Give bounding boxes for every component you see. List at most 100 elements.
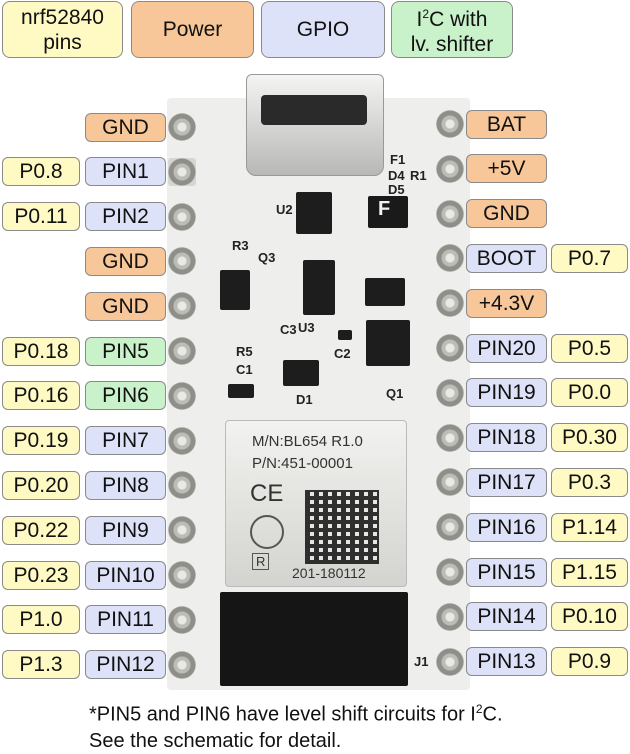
left-pin-pin11: PIN11 <box>85 605 166 634</box>
legend-i2c-line2: lv. shifter <box>410 33 494 56</box>
left-pin-pin8: PIN8 <box>85 471 166 500</box>
right-pin-pin15: PIN15 <box>466 558 547 587</box>
pin-hole-l-3 <box>168 247 196 275</box>
left-nrf-pin-5: P0.18 <box>2 337 80 366</box>
right-nrf-pin-6: P0.0 <box>551 378 628 407</box>
pin-hole-r-4 <box>436 289 464 317</box>
footnote: *PIN5 and PIN6 have level shift circuits… <box>89 696 503 754</box>
left-pin-pin5: PIN5 <box>85 337 166 366</box>
right-pin-pin17: PIN17 <box>466 468 547 497</box>
left-nrf-pin-11: P1.0 <box>2 605 80 634</box>
right-pin-pin14: PIN14 <box>466 602 547 631</box>
right-nrf-pin-5: P0.5 <box>551 334 628 363</box>
right-nrf-pin-11: P0.10 <box>551 602 628 631</box>
inductor <box>365 278 405 306</box>
transistor-q1 <box>366 320 410 366</box>
module-model-number: M/N:BL654 R1.0 <box>252 433 363 450</box>
transistor-q3 <box>220 270 250 310</box>
module-cert-number: 201-180112 <box>292 565 366 581</box>
left-nrf-pin-10: P0.23 <box>2 561 80 590</box>
silk-d4: D4 <box>388 168 405 183</box>
pin-hole-l-11 <box>168 606 196 634</box>
footnote-line1-sup: 2 <box>475 702 483 716</box>
left-pin-pin1: PIN1 <box>85 157 166 186</box>
right-pin--5v: +5V <box>466 154 547 183</box>
right-nrf-pin-9: P1.14 <box>551 513 628 542</box>
pin-hole-r-1 <box>436 155 464 183</box>
left-nrf-pin-9: P0.22 <box>2 516 80 545</box>
legend-i2c-post: C with <box>429 8 488 31</box>
legend-gpio-label: GPIO <box>296 18 350 41</box>
silk-c1: C1 <box>236 362 253 377</box>
right-pin-pin18: PIN18 <box>466 423 547 452</box>
module-ce-mark: CE <box>250 480 284 507</box>
left-pin-gnd: GND <box>85 292 166 321</box>
regulator-u2 <box>296 192 332 234</box>
legend-gpio: GPIO <box>261 1 385 58</box>
pin-hole-r-3 <box>436 244 464 272</box>
right-pin-pin13: PIN13 <box>466 647 547 676</box>
fuse-f <box>368 196 408 228</box>
pin-hole-l-1 <box>168 158 196 186</box>
right-pin-bat: BAT <box>466 110 547 139</box>
pin-hole-r-10 <box>436 558 464 586</box>
usb-connector <box>246 74 384 176</box>
diode-d1 <box>283 360 319 386</box>
silk-u3: U3 <box>298 320 315 335</box>
left-pin-gnd: GND <box>85 247 166 276</box>
left-pin-pin7: PIN7 <box>85 426 166 455</box>
right-pin--4-3v: +4.3V <box>466 289 547 318</box>
module-antenna-pcb <box>220 592 408 686</box>
legend-i2c-pre: I <box>416 8 423 31</box>
module-part-number: P/N:451-00001 <box>252 455 353 472</box>
left-nrf-pin-1: P0.8 <box>2 157 80 186</box>
right-nrf-pin-7: P0.30 <box>551 423 628 452</box>
pin-hole-l-4 <box>168 292 196 320</box>
silk-f1: F1 <box>390 152 406 167</box>
right-nrf-pin-3: P0.7 <box>551 244 628 273</box>
silk-c2: C2 <box>334 346 351 361</box>
silk-q3: Q3 <box>258 250 276 265</box>
pin-hole-r-2 <box>436 200 464 228</box>
silk-c3: C3 <box>280 322 297 337</box>
pin-hole-l-9 <box>168 516 196 544</box>
pin-hole-r-0 <box>436 110 464 138</box>
silk-r1: R1 <box>410 168 427 183</box>
legend-nrf-line1: nrf52840 <box>21 5 104 29</box>
legend-nrf-line2: pins <box>43 30 82 54</box>
silk-q1: Q1 <box>386 386 404 401</box>
module-cert-icon <box>250 515 284 549</box>
left-nrf-pin-12: P1.3 <box>2 650 80 679</box>
silk-d1: D1 <box>296 392 313 407</box>
module-r-mark: R <box>252 553 270 570</box>
pin-hole-l-6 <box>168 382 196 410</box>
usb-port-opening <box>261 95 367 125</box>
right-pin-gnd: GND <box>466 199 547 228</box>
left-nrf-pin-8: P0.20 <box>2 471 80 500</box>
footnote-line1-post: C. <box>482 703 503 726</box>
pin-hole-l-2 <box>168 203 196 231</box>
footnote-line1-pre: *PIN5 and PIN6 have level shift circuits… <box>89 703 476 726</box>
module-qr-code <box>305 490 379 564</box>
pin-hole-r-9 <box>436 513 464 541</box>
right-pin-pin20: PIN20 <box>466 334 547 363</box>
left-nrf-pin-7: P0.19 <box>2 426 80 455</box>
silk-j1: J1 <box>414 654 429 669</box>
silk-f: F <box>378 198 391 220</box>
pin-hole-r-7 <box>436 424 464 452</box>
pin-hole-r-8 <box>436 468 464 496</box>
silk-r5: R5 <box>236 344 253 359</box>
left-pin-pin10: PIN10 <box>85 561 166 590</box>
right-pin-pin19: PIN19 <box>466 378 547 407</box>
left-pin-pin2: PIN2 <box>85 202 166 231</box>
silk-r3: R3 <box>232 238 249 253</box>
left-pin-gnd: GND <box>85 113 166 142</box>
legend-power-label: Power <box>162 18 223 41</box>
pin-hole-r-11 <box>436 603 464 631</box>
left-nrf-pin-2: P0.11 <box>2 202 80 231</box>
legend-i2c-sup: 2 <box>422 7 430 21</box>
pin-hole-l-10 <box>168 561 196 589</box>
ic-u3 <box>303 260 335 315</box>
